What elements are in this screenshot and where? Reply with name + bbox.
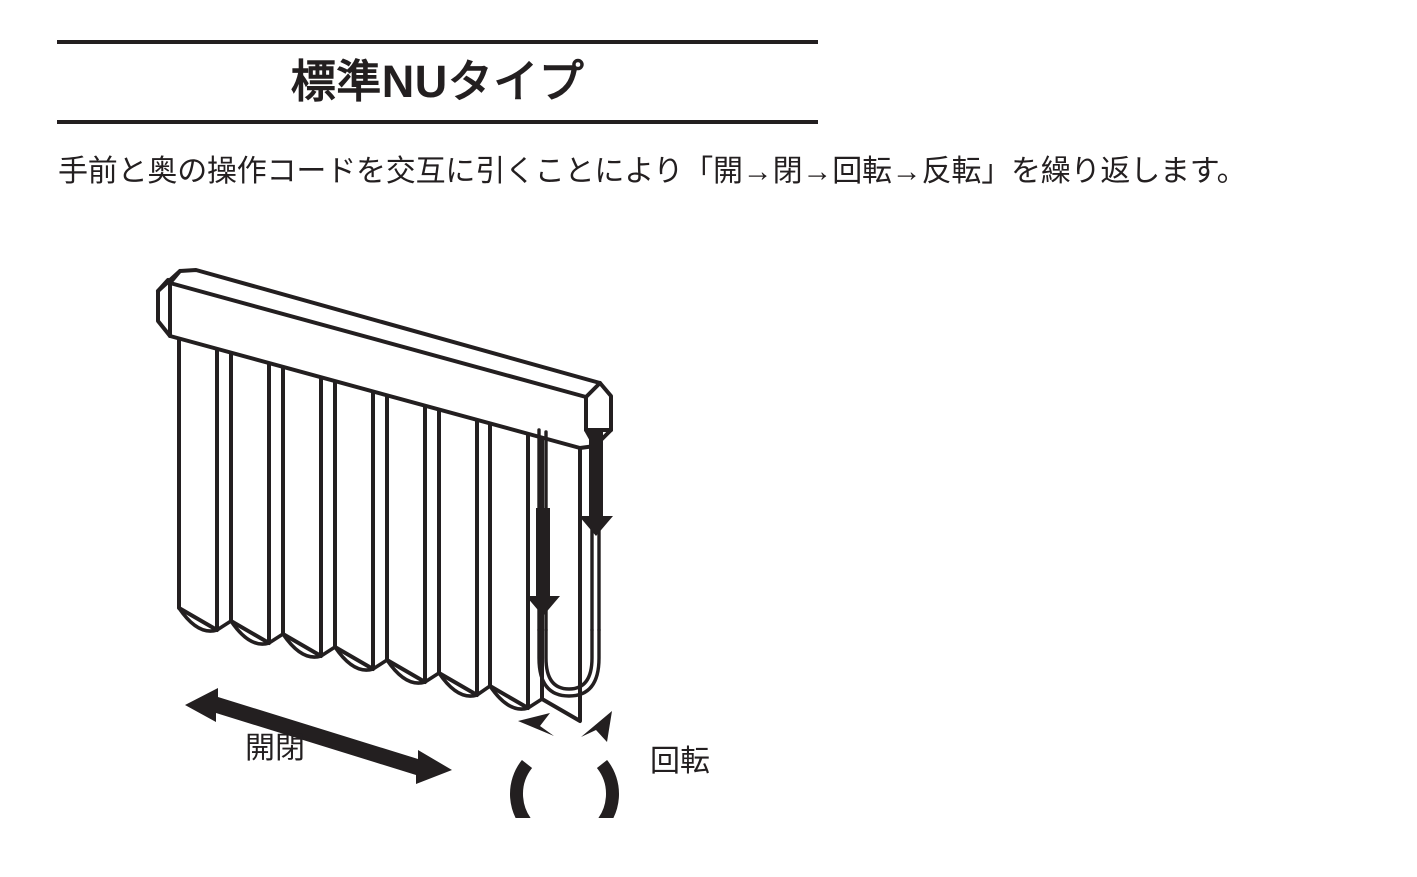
slat bbox=[333, 350, 375, 671]
open-close-label: 開閉 bbox=[245, 732, 305, 765]
headrail-end-cap bbox=[584, 381, 602, 399]
cord-pull-arrow-back bbox=[579, 428, 613, 536]
slat bbox=[177, 311, 219, 632]
rotate-label: 回転 bbox=[650, 745, 710, 778]
headrail bbox=[156, 268, 613, 450]
rotate-arrow-head-left bbox=[518, 713, 554, 736]
open-close-arrow bbox=[185, 688, 452, 784]
vertical-blind-illustration: 開閉 回転 bbox=[156, 268, 710, 818]
slat bbox=[437, 376, 479, 697]
slat bbox=[488, 389, 530, 710]
headrail-ridge bbox=[168, 281, 588, 399]
page-title: 標準NUタイプ bbox=[290, 56, 585, 107]
diagram-container: 開閉 回転 bbox=[140, 218, 820, 818]
title-rule-bottom bbox=[57, 120, 818, 124]
slat bbox=[385, 363, 427, 684]
rotate-arrow-head-right bbox=[581, 711, 612, 742]
cord-pull-arrow-front bbox=[526, 508, 560, 616]
headrail-front-chamfer bbox=[156, 278, 170, 293]
title-block: 標準NUタイプ bbox=[57, 40, 818, 124]
title-rule-top bbox=[57, 40, 818, 44]
description-text: 手前と奥の操作コードを交互に引くことにより「開→閉→回転→反転」を繰り返します。 bbox=[58, 155, 1247, 188]
bottom-chain bbox=[177, 606, 544, 711]
slat bbox=[229, 324, 271, 645]
slat bbox=[281, 337, 323, 658]
cord-pull-arrows bbox=[526, 428, 613, 616]
rotate-arrow bbox=[510, 711, 619, 818]
